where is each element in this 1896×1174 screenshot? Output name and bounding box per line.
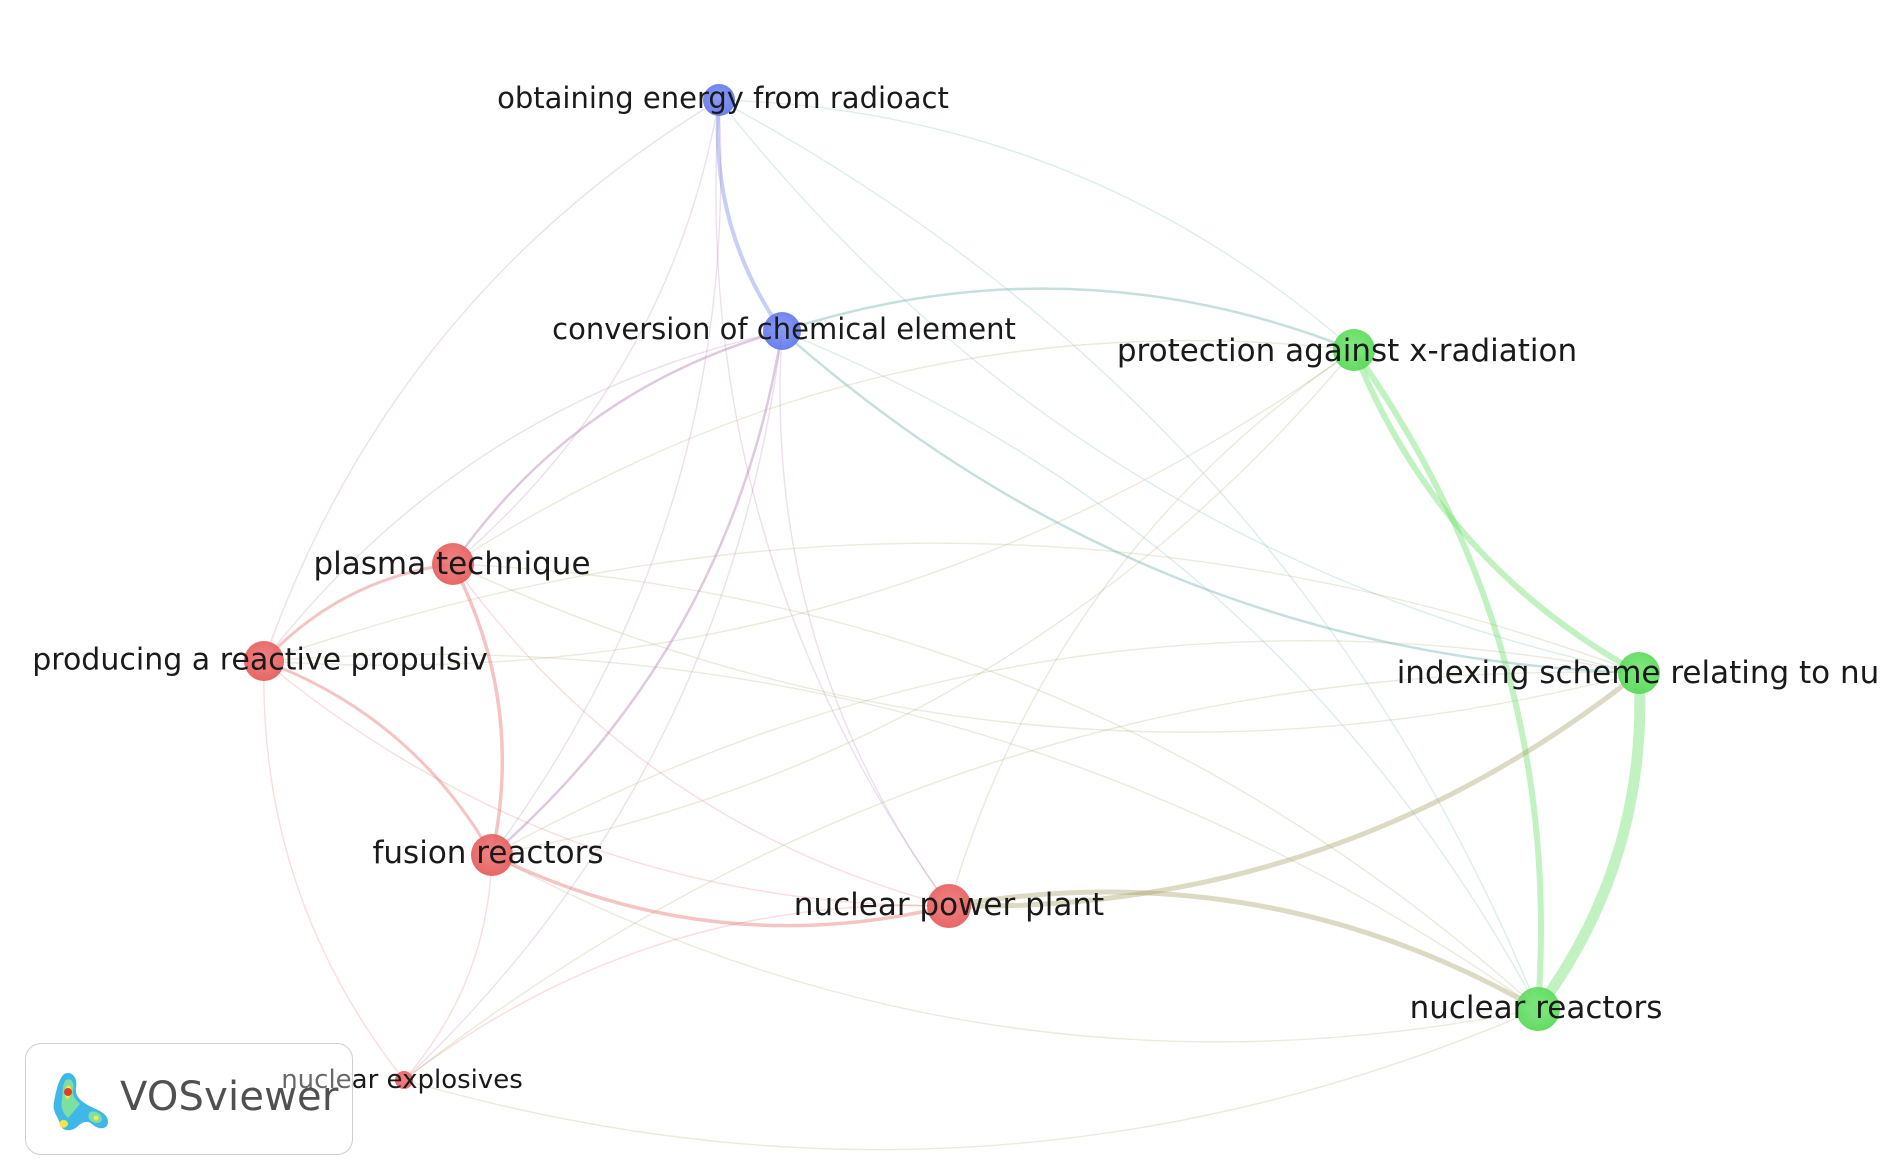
link-conversion-producing	[263, 330, 783, 662]
link-obtaining-reactors	[718, 99, 1539, 1010]
link-plasma-indexing	[452, 563, 1640, 733]
link-obtaining-indexing	[718, 99, 1640, 674]
link-obtaining-npp	[715, 99, 950, 907]
vosviewer-logo-badge: VOSviewer	[25, 1043, 353, 1155]
link-protection-plasma	[452, 339, 1355, 565]
link-indexing-explosives	[403, 671, 1640, 1081]
link-protection-producing	[263, 349, 1355, 666]
node-explosives[interactable]	[395, 1071, 413, 1089]
link-fusion-reactors	[491, 854, 1539, 1043]
link-npp-indexing	[946, 670, 1642, 909]
link-fusion-npp	[490, 853, 951, 928]
link-conversion-explosives	[403, 330, 783, 1081]
link-protection-reactors	[1351, 347, 1544, 1012]
node-protection[interactable]	[1333, 329, 1375, 371]
node-npp[interactable]	[927, 884, 971, 928]
node-label-protection[interactable]: protection against x-radiation	[1117, 333, 1577, 369]
link-producing-indexing	[263, 542, 1640, 674]
link-obtaining-protection	[718, 99, 1355, 351]
link-npp-explosives	[403, 904, 950, 1081]
link-producing-fusion	[262, 659, 494, 857]
link-reactors-explosives	[403, 1008, 1539, 1151]
node-label-reactors[interactable]: nuclear reactors	[1410, 990, 1663, 1026]
node-conversion[interactable]	[763, 312, 801, 350]
link-conversion-npp	[779, 330, 950, 907]
link-layer	[262, 98, 1646, 1151]
link-conversion-reactors	[781, 330, 1539, 1010]
node-label-npp[interactable]: nuclear power plant	[794, 887, 1104, 923]
link-npp-reactors	[946, 889, 1541, 1012]
link-producing-reactors	[263, 653, 1539, 1010]
link-conversion-plasma	[451, 329, 784, 566]
node-reactors[interactable]	[1516, 987, 1560, 1031]
vosviewer-brand-name: VOSviewer	[120, 1074, 339, 1120]
link-conversion-protection	[780, 287, 1356, 352]
link-obtaining-producing	[263, 99, 720, 662]
link-conversion-indexing	[780, 329, 1641, 675]
link-obtaining-plasma	[452, 99, 720, 565]
link-fusion-explosives	[403, 854, 493, 1081]
node-label-plasma[interactable]: plasma technique	[313, 546, 590, 582]
link-fusion-indexing	[491, 640, 1640, 856]
link-protection-indexing	[1351, 347, 1642, 676]
node-obtaining[interactable]	[703, 84, 735, 116]
link-producing-npp	[263, 660, 950, 907]
vosviewer-density-logo-icon	[53, 1072, 108, 1131]
node-producing[interactable]	[244, 641, 284, 681]
node-fusion[interactable]	[471, 834, 513, 876]
link-plasma-producing	[262, 562, 455, 663]
link-protection-npp	[948, 349, 1355, 907]
link-conversion-fusion	[490, 329, 784, 857]
node-label-obtaining[interactable]: obtaining energy from radioact	[497, 81, 949, 115]
node-label-explosives[interactable]: nuclear explosives	[281, 1065, 523, 1095]
node-layer	[244, 84, 1660, 1089]
node-plasma[interactable]	[432, 543, 474, 585]
node-label-conversion[interactable]: conversion of chemical element	[552, 312, 1016, 346]
node-label-fusion[interactable]: fusion reactors	[373, 835, 604, 871]
link-plasma-fusion	[451, 562, 505, 857]
link-obtaining-conversion	[715, 98, 784, 333]
label-layer: obtaining energy from radioact conversion…	[32, 81, 1879, 1095]
link-plasma-npp	[452, 563, 950, 907]
link-obtaining-fusion	[491, 99, 722, 856]
node-indexing[interactable]	[1618, 652, 1660, 694]
node-label-indexing[interactable]: indexing scheme relating to nu	[1397, 655, 1880, 691]
node-label-producing[interactable]: producing a reactive propulsiv	[32, 643, 488, 678]
link-protection-fusion	[491, 349, 1355, 856]
link-indexing-reactors	[1532, 667, 1646, 1015]
link-plasma-reactors	[452, 563, 1539, 1010]
link-producing-explosives	[263, 660, 405, 1081]
